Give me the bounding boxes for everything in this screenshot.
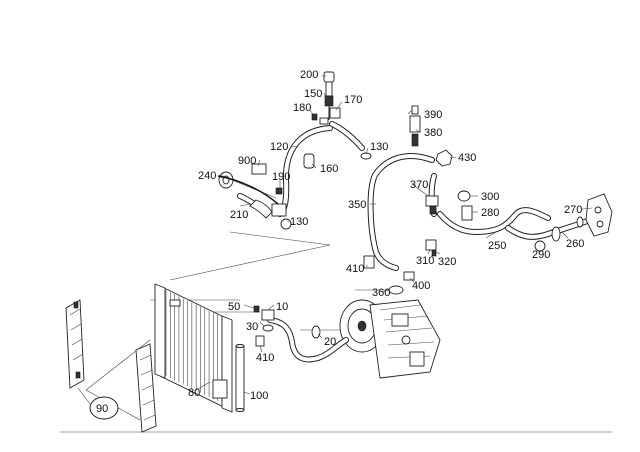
part-label-130-lower: 130 [290,216,308,228]
part-label-180: 180 [293,102,311,114]
part-label-90: 90 [96,403,108,415]
part-label-390: 390 [424,109,442,121]
part-label-190: 190 [272,171,290,183]
part-label-170: 170 [344,94,362,106]
part-label-130-upper: 130 [370,141,388,153]
part-label-260: 260 [566,238,584,250]
part-callout-90: 90 [77,387,119,420]
part-label-120: 120 [270,141,288,153]
part-label-270: 270 [564,204,582,216]
part-label-250: 250 [488,240,506,252]
part-label-50: 50 [228,301,240,313]
part-label-210: 210 [230,209,248,221]
ac-compressor [339,299,441,379]
part-label-400: 400 [412,280,430,292]
part-label-370: 370 [410,179,428,191]
part-label-320: 320 [438,256,456,268]
part-label-200: 200 [300,69,318,81]
condenser [154,283,233,413]
part-label-20: 20 [324,336,336,348]
part-label-100: 100 [250,390,268,402]
part-label-160: 160 [320,163,338,175]
leader-lines [195,75,593,395]
right-air-guide-bracket [135,343,157,433]
part-label-350: 350 [348,199,366,211]
part-label-410-upper: 410 [346,263,364,275]
part-label-900: 900 [238,155,256,167]
part-label-430: 430 [458,152,476,164]
part-label-310: 310 [416,255,434,267]
part-label-360: 360 [372,287,390,299]
part-label-240: 240 [198,170,216,182]
part-label-300: 300 [481,191,499,203]
part-label-30: 30 [246,321,258,333]
part-label-410-lower: 410 [256,352,274,364]
part-label-380: 380 [424,127,442,139]
left-air-guide-bracket [65,299,85,389]
part-label-280: 280 [481,207,499,219]
part-labels: 200 150 170 180 390 380 120 130 900 160 … [188,69,584,402]
refrigerant-pipes [237,121,593,363]
part-label-80: 80 [188,387,200,399]
assembly-arrow [217,175,279,205]
part-label-290: 290 [532,249,550,261]
part-label-150: 150 [304,88,322,100]
part-label-10: 10 [276,301,288,313]
receiver-drier [235,344,245,412]
